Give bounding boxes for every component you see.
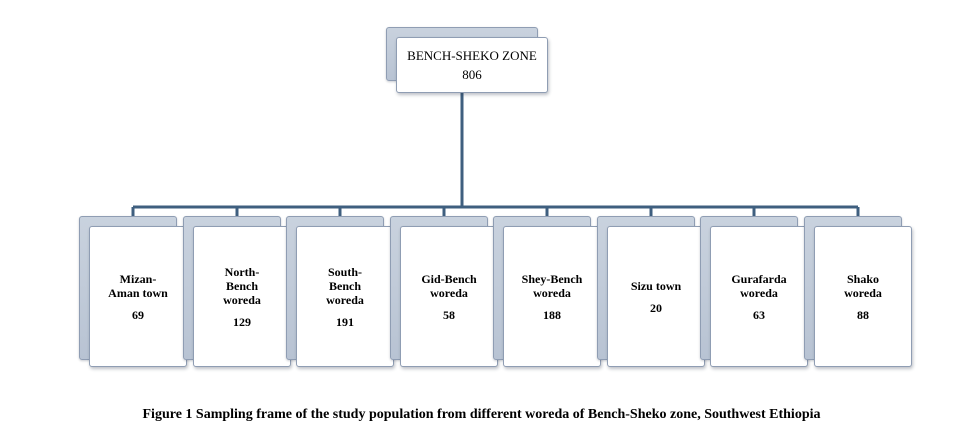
woreda-node-value: 63 (753, 307, 765, 322)
woreda-node-value: 58 (443, 307, 455, 322)
woreda-node-value: 191 (336, 314, 354, 329)
woreda-node-front-card: Gid-Bench woreda 58 (400, 226, 498, 367)
root-node-value: 806 (462, 67, 482, 82)
woreda-node-value: 20 (650, 300, 662, 315)
woreda-node-label: Mizan- Aman town (108, 271, 168, 300)
woreda-node-label: Sizu town (630, 278, 682, 293)
root-node-front-card: BENCH-SHEKO ZONE 806 (396, 37, 548, 93)
woreda-node-front-card: Sizu town 20 (607, 226, 705, 367)
woreda-node-value: 69 (132, 307, 144, 322)
woreda-node-value: 88 (857, 307, 869, 322)
woreda-node-label: North- Bench woreda (223, 264, 261, 307)
woreda-node-front-card: Mizan- Aman town 69 (89, 226, 187, 367)
woreda-node: Gurafarda woreda 63 (700, 216, 808, 376)
root-node: BENCH-SHEKO ZONE 806 (386, 27, 548, 93)
woreda-node-value: 129 (233, 314, 251, 329)
figure-caption: Figure 1 Sampling frame of the study pop… (142, 407, 821, 422)
woreda-node: Sizu town 20 (597, 216, 705, 376)
woreda-node-label: South- Bench woreda (326, 264, 364, 307)
woreda-node-front-card: Gurafarda woreda 63 (710, 226, 808, 367)
woreda-node: North- Bench woreda 129 (183, 216, 291, 376)
woreda-node-front-card: North- Bench woreda 129 (193, 226, 291, 367)
woreda-node-label: Shako woreda (844, 271, 882, 300)
woreda-node-label: Gid-Bench woreda (421, 271, 477, 300)
woreda-node-front-card: Shako woreda 88 (814, 226, 912, 367)
woreda-node: Shey-Bench woreda 188 (493, 216, 601, 376)
woreda-node-value: 188 (543, 307, 561, 322)
woreda-node: Mizan- Aman town 69 (79, 216, 187, 376)
woreda-node-label: Gurafarda woreda (731, 271, 787, 300)
woreda-node: South- Bench woreda 191 (286, 216, 394, 376)
woreda-node-front-card: Shey-Bench woreda 188 (503, 226, 601, 367)
woreda-node-label: Shey-Bench woreda (521, 271, 583, 300)
root-node-label: BENCH-SHEKO ZONE (407, 48, 537, 63)
woreda-node: Shako woreda 88 (804, 216, 912, 376)
woreda-node-front-card: South- Bench woreda 191 (296, 226, 394, 367)
woreda-node: Gid-Bench woreda 58 (390, 216, 498, 376)
